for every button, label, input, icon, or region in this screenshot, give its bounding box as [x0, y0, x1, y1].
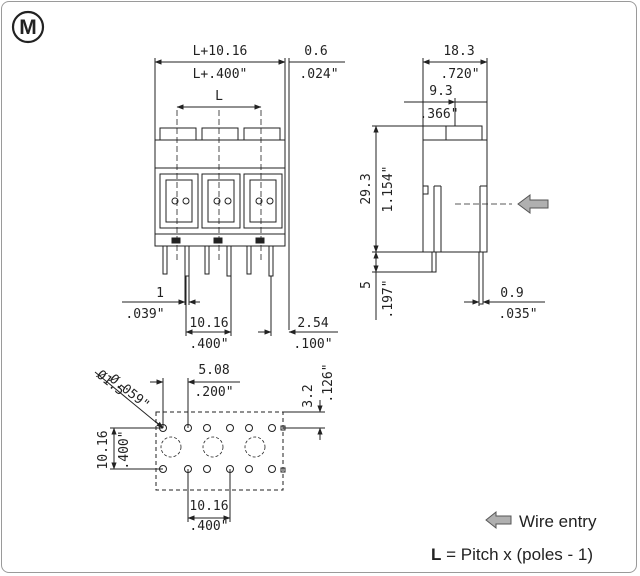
dim-pin-length-mm: 5 — [359, 281, 374, 289]
legend-formula-var: L — [431, 545, 441, 564]
legend-wire-entry-arrow-icon — [485, 510, 512, 530]
dim-height-in: 1.154" — [381, 166, 396, 213]
dim-offset-in: .024" — [299, 67, 338, 82]
side-view-dimensions: 18.3 .720" 9.3 .366" 29.3 1.154" 5 .197"… — [359, 44, 538, 322]
dim-fp-edge-mm: 3.2 — [301, 384, 316, 407]
dim-pin-offset-mm: 9.3 — [429, 84, 452, 99]
dim-pin-size-mm: 0.9 — [500, 286, 523, 301]
dim-depth-mm: 18.3 — [443, 44, 474, 59]
dim-height-mm: 29.3 — [359, 173, 374, 204]
manufacturer-badge: M — [11, 10, 45, 44]
dim-pitch-in: .400" — [189, 337, 228, 352]
dim-pitch-mm: 10.16 — [189, 316, 228, 331]
front-view — [122, 58, 345, 336]
dim-fp-pitch-in: .400" — [189, 519, 228, 534]
dim-fp-pitch-mm: 10.16 — [189, 499, 228, 514]
badge-letter: M — [19, 16, 37, 39]
legend-formula-rest: = Pitch x (poles - 1) — [441, 545, 593, 564]
dim-pitch-l: L — [215, 89, 223, 104]
dim-hole-spacing-in: .200" — [194, 385, 233, 400]
footprint-dimensions: Ø1.5 Ø.059" 5.08 .200" 3.2 .126" 10.16 .… — [93, 363, 336, 534]
legend: Wire entry L = Pitch x (poles - 1) — [431, 510, 597, 564]
dim-pin-size-in: .035" — [498, 307, 537, 322]
dim-pin-length-in: .197" — [381, 279, 396, 318]
dim-offset-mm: 0.6 — [304, 44, 327, 59]
legend-formula: L = Pitch x (poles - 1) — [431, 545, 593, 564]
dim-row-spacing-in: .400" — [117, 430, 132, 469]
dim-edge-mm: 2.54 — [297, 316, 328, 331]
dim-row-spacing-mm: 10.16 — [96, 430, 111, 469]
dim-fp-edge-in: .126" — [321, 363, 336, 402]
side-view — [372, 58, 545, 320]
dim-total-width-in: L+.400" — [193, 67, 248, 82]
dim-pin-offset-in: .366" — [419, 107, 458, 122]
pcb-footprint — [94, 371, 325, 522]
wire-entry-arrow-icon — [517, 194, 549, 214]
dim-total-width-mm: L+10.16 — [193, 44, 248, 59]
dim-depth-in: .720" — [440, 67, 479, 82]
legend-wire-entry: Wire entry — [519, 512, 597, 531]
front-view-dimensions: L+10.16 L+.400" 0.6 .024" L 1 .039" 10.1… — [125, 44, 338, 352]
dim-pin-width-in: .039" — [125, 307, 164, 322]
dim-pin-width-mm: 1 — [156, 286, 164, 301]
dim-hole-spacing-mm: 5.08 — [198, 363, 229, 378]
dim-edge-in: .100" — [293, 337, 332, 352]
